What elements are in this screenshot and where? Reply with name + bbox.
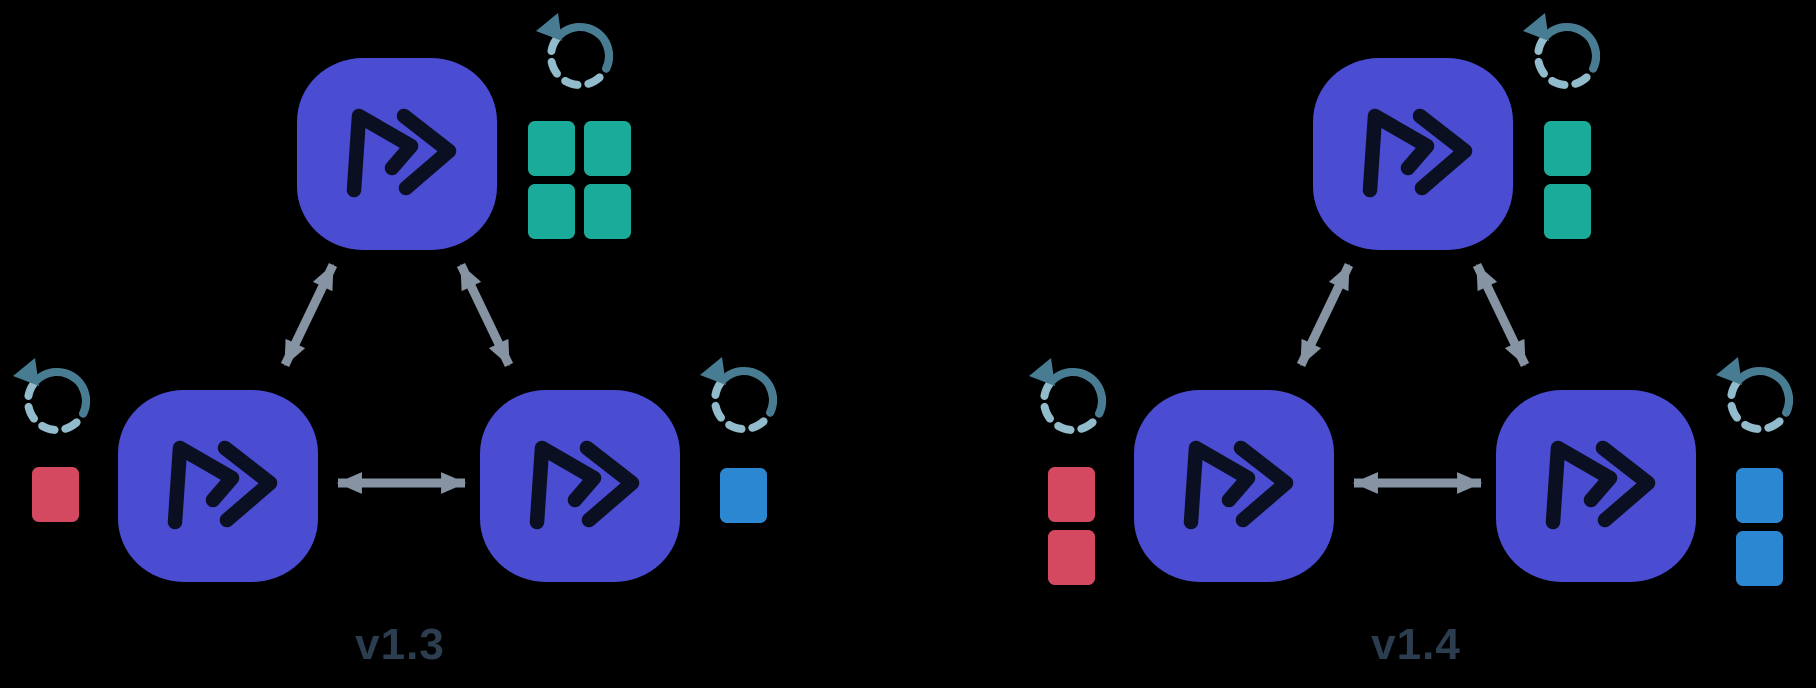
sync-refresh-icon (13, 358, 91, 434)
teal-replica-square (528, 184, 575, 239)
red-replica-square (1048, 467, 1095, 522)
sync-refresh-icon (1029, 358, 1107, 434)
replica-squares (720, 468, 767, 523)
app-node-bottom-left (1134, 390, 1334, 582)
version-label: v1.4 (1371, 620, 1461, 669)
teal-replica-square (528, 121, 575, 176)
blue-replica-square (1736, 468, 1783, 523)
cluster-v14: v1.4 (1016, 0, 1816, 688)
sync-refresh-icon (1523, 13, 1601, 89)
fast-forward-logo-icon (1183, 440, 1294, 530)
red-replica-square (32, 467, 79, 522)
blue-replica-square (720, 468, 767, 523)
bidirectional-arrow (280, 263, 338, 367)
teal-replica-square (1544, 121, 1591, 176)
fast-forward-logo-icon (346, 108, 457, 198)
bidirectional-arrow (1472, 263, 1530, 367)
sync-refresh-icon (1716, 357, 1794, 433)
connection-arrows (1296, 263, 1530, 494)
version-label: v1.3 (355, 620, 445, 669)
replica-squares (1736, 468, 1783, 586)
teal-replica-square (1544, 184, 1591, 239)
sync-refresh-icon (536, 13, 614, 89)
teal-replica-square (584, 121, 631, 176)
app-node-top (297, 58, 497, 250)
fast-forward-logo-icon (167, 440, 278, 530)
app-node-bottom-left (118, 390, 318, 582)
app-node-bottom-right (1496, 390, 1696, 582)
fast-forward-logo-icon (529, 440, 640, 530)
fast-forward-logo-icon (1362, 108, 1473, 198)
fast-forward-logo-icon (1545, 440, 1656, 530)
replica-squares (32, 467, 79, 522)
replica-squares (1544, 121, 1591, 239)
replica-squares (528, 121, 631, 239)
replica-squares (1048, 467, 1095, 585)
app-node-bottom-right (480, 390, 680, 582)
bidirectional-arrow (1296, 263, 1354, 367)
cluster-v13: v1.3 (0, 0, 800, 688)
connection-arrows (280, 263, 514, 494)
app-node-top (1313, 58, 1513, 250)
teal-replica-square (584, 184, 631, 239)
blue-replica-square (1736, 531, 1783, 586)
bidirectional-arrow (456, 263, 514, 367)
sync-refresh-icon (700, 357, 778, 433)
red-replica-square (1048, 530, 1095, 585)
